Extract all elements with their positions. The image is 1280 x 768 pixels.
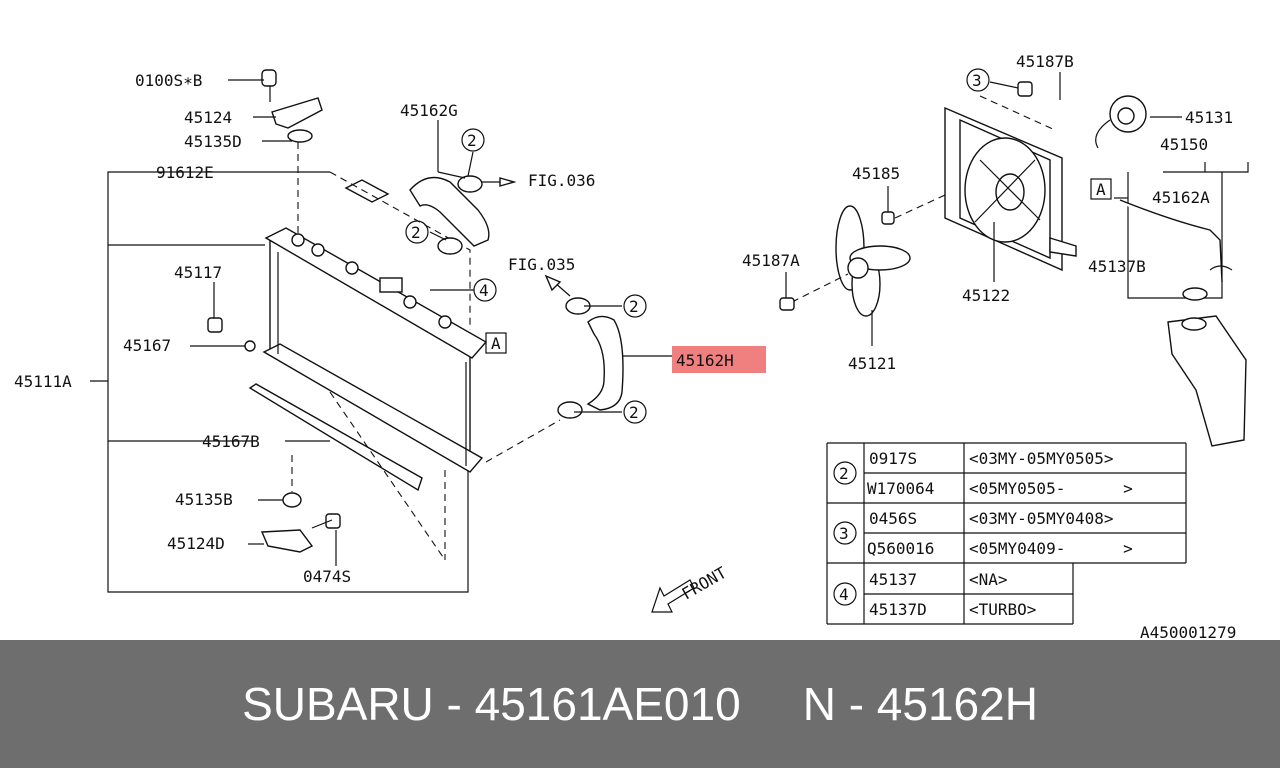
table-code: 0917S <box>869 449 917 468</box>
callout-a-radiator: A <box>491 334 501 353</box>
callout-2-upper: 2 <box>467 131 477 150</box>
part-number-footer: SUBARU - 45161AE010 N - 45162H <box>0 640 1280 768</box>
callout-2-hose-top: 2 <box>629 297 639 316</box>
label-fig036: FIG.036 <box>528 171 595 190</box>
label-45167b: 45167B <box>202 432 260 451</box>
fan-motor-illustration <box>1017 81 1147 149</box>
callout-4: 4 <box>479 281 489 300</box>
label-45122: 45122 <box>962 286 1010 305</box>
table-note: <05MY0409- > <box>969 539 1133 558</box>
label-45162h: 45162H <box>676 351 734 370</box>
label-45187a: 45187A <box>742 251 800 270</box>
label-45135b: 45135B <box>175 490 233 509</box>
label-45167: 45167 <box>123 336 171 355</box>
label-45131: 45131 <box>1185 108 1233 127</box>
callout-a-tank: A <box>1096 180 1106 199</box>
part-number: SUBARU - 45161AE010 <box>242 678 741 730</box>
label-45135d: 45135D <box>184 132 242 151</box>
fan-blade-illustration <box>779 205 911 317</box>
lower-hose-illustration <box>485 274 624 463</box>
highlight-45162h <box>672 346 766 373</box>
table-code: 45137 <box>869 570 917 589</box>
table-ref-3: 3 <box>839 524 849 543</box>
label-45117: 45117 <box>174 263 222 282</box>
table-ref-2: 2 <box>839 464 849 483</box>
label-0474s: 0474S <box>303 567 351 586</box>
label-45162a: 45162A <box>1152 188 1210 207</box>
label-45121: 45121 <box>848 354 896 373</box>
table-note: <05MY0505- > <box>969 479 1133 498</box>
reservoir-tank-frame <box>1127 162 1249 299</box>
callout-3: 3 <box>972 71 982 90</box>
callout-2-mid: 2 <box>411 223 421 242</box>
callouts: 2 2 4 A 2 2 3 A <box>405 68 1112 424</box>
part-labels: 0100S∗B 45124 45135D 91612E 45117 45167 … <box>14 52 1233 586</box>
reservoir-tank-illustration <box>1119 199 1247 447</box>
label-fig035: FIG.035 <box>508 255 575 274</box>
table-ref-4: 4 <box>839 585 849 604</box>
diagram-reference: N - 45162H <box>802 678 1038 730</box>
table-code: 45137D <box>869 600 927 619</box>
parts-diagram: 0100S∗B 45124 45135D 91612E 45117 45167 … <box>14 52 1249 640</box>
document-id: A450001279 <box>1140 623 1236 640</box>
label-45185: 45185 <box>852 164 900 183</box>
front-label: FRONT <box>679 563 731 604</box>
label-91612e: 91612E <box>156 163 214 182</box>
table-code: Q560016 <box>867 539 934 558</box>
label-0100s: 0100S∗B <box>135 71 202 90</box>
reference-table: 2 0917S <03MY-05MY0505> W170064 <05MY050… <box>826 442 1187 625</box>
label-45124: 45124 <box>184 108 232 127</box>
table-note: <03MY-05MY0505> <box>969 449 1114 468</box>
table-code: 0456S <box>869 509 917 528</box>
label-45124d: 45124D <box>167 534 225 553</box>
table-note: <TURBO> <box>969 600 1036 619</box>
fan-shroud-illustration <box>894 95 1077 272</box>
table-code: W170064 <box>867 479 934 498</box>
label-45137b: 45137B <box>1088 257 1146 276</box>
label-45187b: 45187B <box>1016 52 1074 71</box>
front-arrow: FRONT <box>651 563 731 613</box>
radiator-mount-parts <box>207 69 446 561</box>
table-note: <03MY-05MY0408> <box>969 509 1114 528</box>
radiator-bracket-frame <box>90 171 469 593</box>
leader-lines <box>190 72 1182 566</box>
upper-hose-illustration <box>409 175 517 255</box>
callout-2-hose-bottom: 2 <box>629 403 639 422</box>
label-45162g: 45162G <box>400 101 458 120</box>
label-45150: 45150 <box>1160 135 1208 154</box>
table-note: <NA> <box>969 570 1008 589</box>
label-45111a: 45111A <box>14 372 72 391</box>
